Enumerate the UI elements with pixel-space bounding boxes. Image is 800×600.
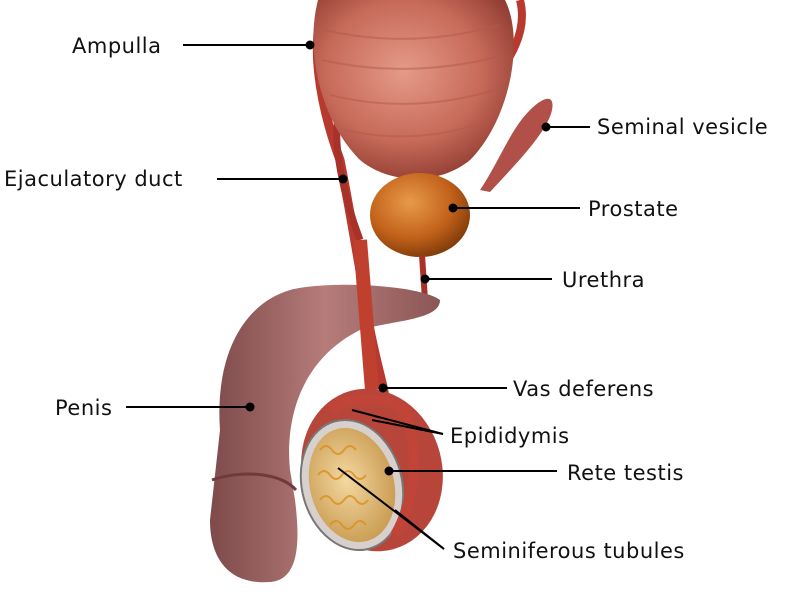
label-penis: Penis — [55, 396, 113, 420]
label-seminiferous-tubules: Seminiferous tubules — [453, 539, 685, 563]
label-prostate: Prostate — [588, 197, 679, 221]
label-epididymis: Epididymis — [450, 424, 570, 448]
label-seminal-vesicle: Seminal vesicle — [597, 115, 769, 139]
label-ejaculatory-duct: Ejaculatory duct — [4, 167, 183, 191]
label-ampulla: Ampulla — [72, 34, 162, 58]
label-urethra: Urethra — [562, 268, 646, 292]
label-vas-deferens: Vas deferens — [513, 377, 655, 401]
penis — [210, 284, 440, 583]
seminal-vesicle — [480, 98, 553, 192]
seminiferous-tubules — [308, 427, 396, 543]
bladder — [313, 0, 514, 179]
prostate — [370, 173, 470, 257]
label-rete-testis: Rete testis — [567, 461, 685, 485]
leader-lines — [126, 40, 590, 550]
epididymis — [327, 393, 419, 538]
